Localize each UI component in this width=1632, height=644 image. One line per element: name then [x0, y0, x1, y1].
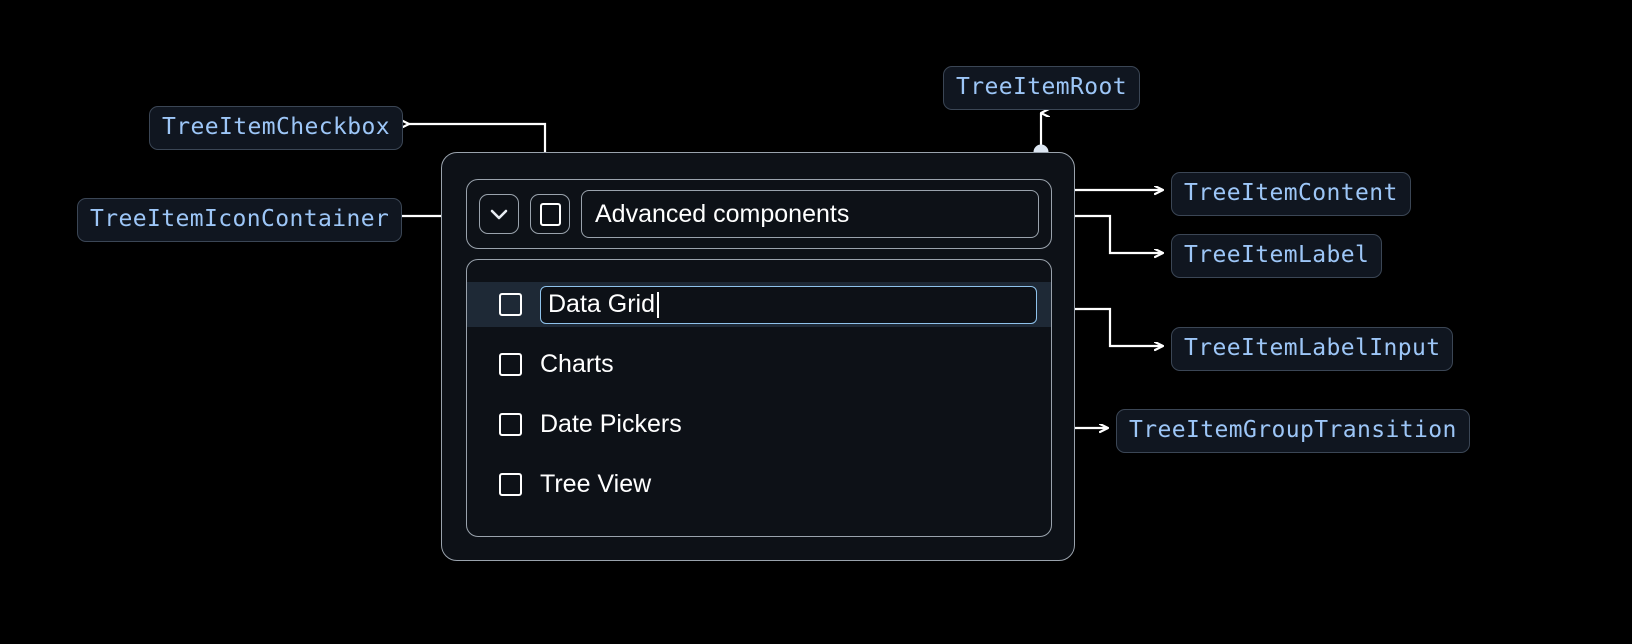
- annotation-chip-tree-item-content: TreeItemContent: [1171, 172, 1411, 216]
- tree-item-tree-view[interactable]: Tree View: [467, 462, 1051, 507]
- annotation-chip-tree-item-label-input: TreeItemLabelInput: [1171, 327, 1454, 371]
- tree-item-label: Charts: [540, 350, 614, 378]
- checkbox-unchecked-icon[interactable]: [499, 353, 522, 376]
- annotation-chip-tree-item-label: TreeItemLabel: [1171, 234, 1383, 278]
- tree-item-charts[interactable]: Charts: [467, 342, 1051, 387]
- chevron-down-icon: [486, 201, 512, 227]
- checkbox-unchecked-icon[interactable]: [499, 473, 522, 496]
- checkbox-unchecked-icon[interactable]: [499, 413, 522, 436]
- tree-item-root[interactable]: Advanced components Data Grid Charts Dat…: [441, 152, 1075, 561]
- label-input-value: Data Grid: [548, 290, 655, 318]
- text-caret: [656, 291, 659, 318]
- tree-item-data-grid[interactable]: Data Grid: [467, 282, 1051, 327]
- tree-item-label: Date Pickers: [540, 410, 682, 438]
- tree-item-group-transition: Data Grid Charts Date Pickers Tree View: [466, 259, 1052, 537]
- tree-item-icon-container[interactable]: [479, 194, 519, 234]
- tree-item-label: Tree View: [540, 470, 652, 498]
- tree-item-label[interactable]: Advanced components: [581, 190, 1039, 238]
- checkbox-unchecked-icon[interactable]: [499, 293, 522, 316]
- annotation-chip-tree-item-group-transition: TreeItemGroupTransition: [1116, 409, 1470, 453]
- annotation-chip-tree-item-checkbox: TreeItemCheckbox: [149, 106, 403, 150]
- tree-item-content[interactable]: Advanced components: [466, 179, 1052, 249]
- checkbox-unchecked-icon: [539, 202, 561, 226]
- tree-item-checkbox[interactable]: [530, 194, 570, 234]
- annotation-chip-tree-item-icon-container: TreeItemIconContainer: [77, 198, 403, 242]
- tree-item-date-pickers[interactable]: Date Pickers: [467, 402, 1051, 447]
- tree-item-label-input[interactable]: Data Grid: [540, 285, 1037, 324]
- annotation-chip-tree-item-root: TreeItemRoot: [943, 66, 1140, 110]
